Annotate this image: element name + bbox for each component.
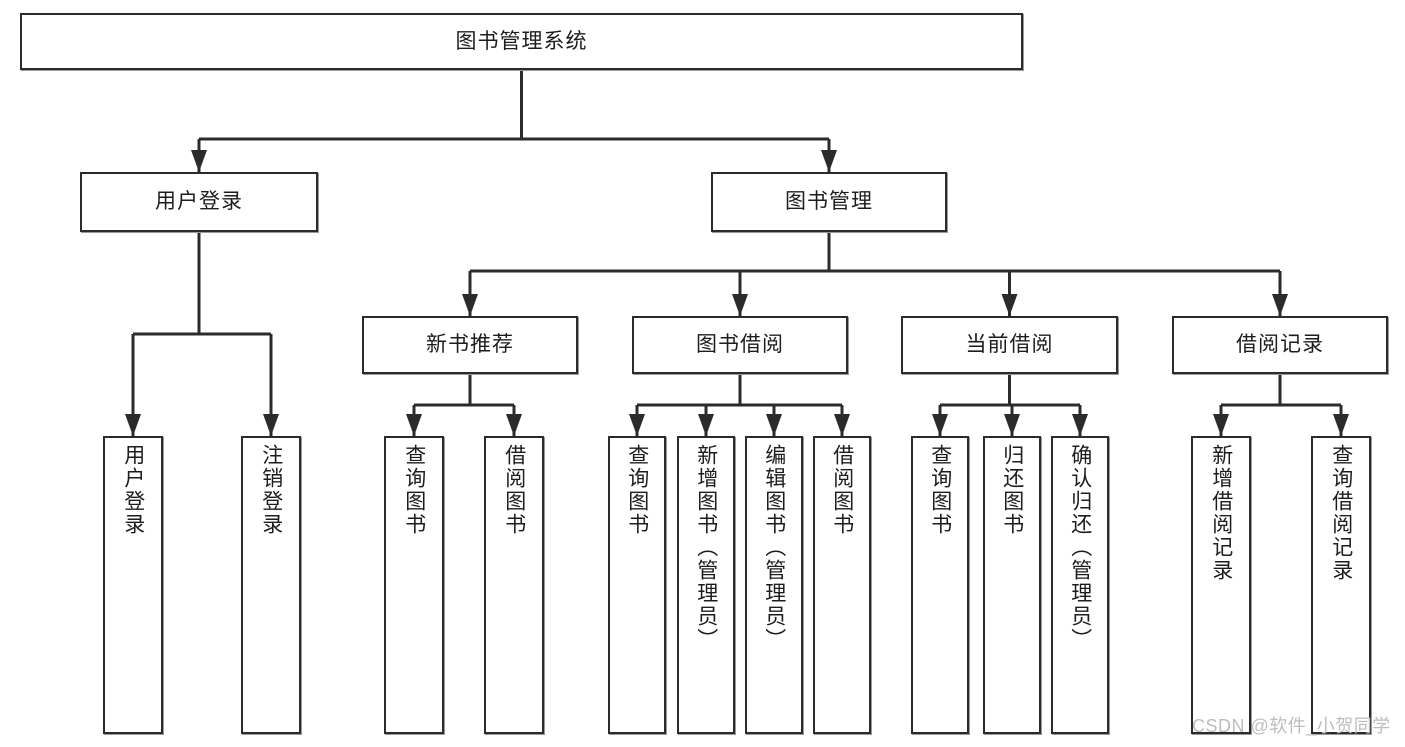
node-l3-a1[interactable]: 用户登录 xyxy=(103,436,163,734)
node-l3-e2[interactable]: 查询借阅记录 xyxy=(1311,436,1371,734)
node-label: 查询图书 xyxy=(402,444,426,536)
node-label: 借阅图书 xyxy=(502,444,526,536)
node-root[interactable]: 图书管理系统 xyxy=(20,13,1023,70)
arrow-head-l3-a1 xyxy=(125,414,141,436)
arrow-head-l1-login xyxy=(191,150,207,172)
arrow-head-l2-curr xyxy=(1001,294,1018,316)
node-label: 查询借阅记录 xyxy=(1329,444,1353,582)
arrow-head-l3-c3 xyxy=(766,414,782,436)
node-l3-d1[interactable]: 查询图书 xyxy=(911,436,969,734)
arrow-head-l3-d3 xyxy=(1072,414,1088,436)
arrow-head-l2-record xyxy=(1272,294,1288,316)
node-label: 新增借阅记录 xyxy=(1209,444,1233,582)
node-label: 编辑图书（管理员） xyxy=(762,444,786,651)
node-l3-b2[interactable]: 借阅图书 xyxy=(484,436,544,734)
node-l3-c3[interactable]: 编辑图书（管理员） xyxy=(745,436,803,734)
node-l2-borrow[interactable]: 图书借阅 xyxy=(632,316,848,374)
node-l3-c1[interactable]: 查询图书 xyxy=(608,436,666,734)
node-label: 新书推荐 xyxy=(426,333,514,357)
arrow-head-l2-newrec xyxy=(462,294,478,316)
arrow-head-l3-c4 xyxy=(834,414,850,436)
arrow-head-l3-e1 xyxy=(1213,414,1229,436)
arrow-head-l3-d2 xyxy=(1004,414,1020,436)
node-l3-d3[interactable]: 确认归还（管理员） xyxy=(1051,436,1109,734)
watermark: CSDN @软件_小贺同学 xyxy=(1192,716,1391,736)
arrow-head-l3-c1 xyxy=(629,414,645,436)
node-label: 注销登录 xyxy=(259,444,283,536)
node-label: 用户登录 xyxy=(121,444,145,536)
node-label: 借阅记录 xyxy=(1236,333,1324,357)
node-l1-login[interactable]: 用户登录 xyxy=(80,172,318,232)
arrow-head-l1-books xyxy=(821,150,837,172)
node-label: 查询图书 xyxy=(625,444,649,536)
node-l2-curr[interactable]: 当前借阅 xyxy=(901,316,1118,374)
node-label: 当前借阅 xyxy=(965,333,1054,357)
node-label: 新增图书（管理员） xyxy=(694,444,718,651)
arrow-head-l3-c2 xyxy=(698,414,714,436)
node-label: 图书管理系统 xyxy=(455,29,588,53)
node-l2-record[interactable]: 借阅记录 xyxy=(1172,316,1388,374)
node-label: 用户登录 xyxy=(155,190,243,214)
node-l1-books[interactable]: 图书管理 xyxy=(711,172,947,232)
node-label: 借阅图书 xyxy=(830,444,854,536)
arrow-head-l3-e2 xyxy=(1333,414,1349,436)
node-l3-d2[interactable]: 归还图书 xyxy=(983,436,1041,734)
node-label: 图书借阅 xyxy=(696,333,784,357)
arrow-head-l2-borrow xyxy=(732,294,748,316)
node-l2-newrec[interactable]: 新书推荐 xyxy=(362,316,578,374)
node-label: 图书管理 xyxy=(785,190,873,214)
node-l3-c4[interactable]: 借阅图书 xyxy=(813,436,871,734)
node-l3-e1[interactable]: 新增借阅记录 xyxy=(1191,436,1251,734)
node-label: 归还图书 xyxy=(1000,444,1024,536)
node-l3-a2[interactable]: 注销登录 xyxy=(241,436,301,734)
node-label: 确认归还（管理员） xyxy=(1068,444,1092,651)
arrow-head-l3-b2 xyxy=(506,414,522,436)
arrow-head-l3-b1 xyxy=(406,414,422,436)
arrow-head-l3-a2 xyxy=(263,414,279,436)
node-l3-b1[interactable]: 查询图书 xyxy=(384,436,444,734)
node-l3-c2[interactable]: 新增图书（管理员） xyxy=(677,436,735,734)
arrow-head-l3-d1 xyxy=(932,414,948,436)
node-label: 查询图书 xyxy=(928,444,952,536)
